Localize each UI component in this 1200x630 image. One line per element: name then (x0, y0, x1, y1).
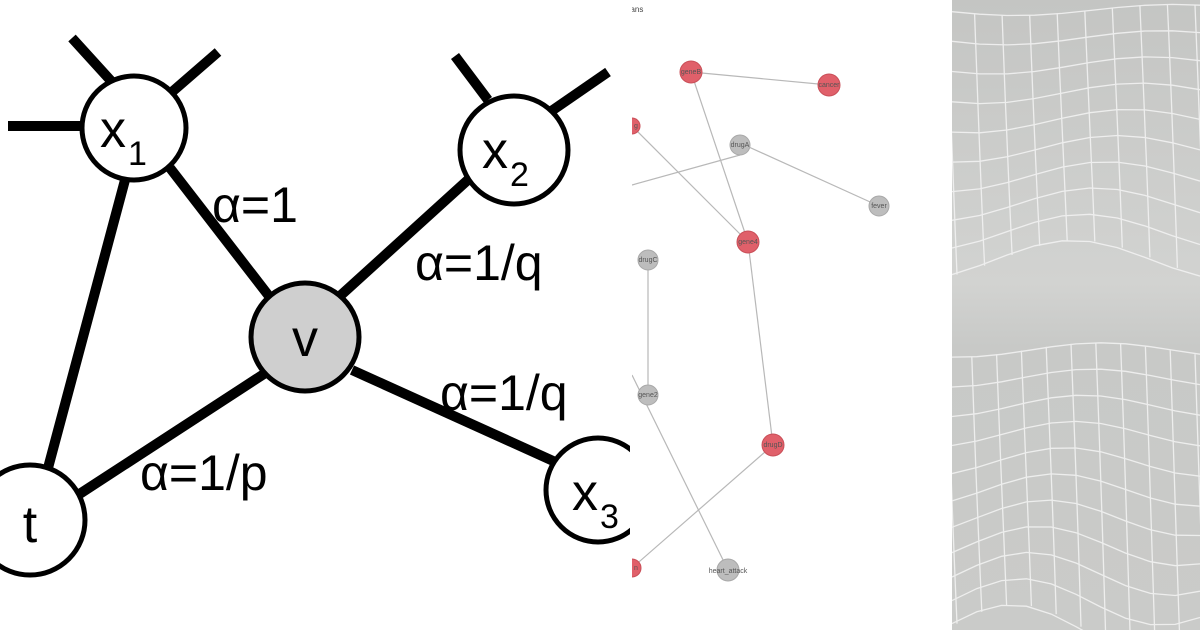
node-x3 (543, 435, 630, 545)
mesh-line (1001, 15, 1013, 256)
node-x1 (79, 73, 189, 183)
node-t (0, 462, 88, 578)
graph-edge (632, 154, 741, 186)
mesh-line (1139, 5, 1151, 258)
mesh-line (952, 420, 1200, 447)
graph-edge (690, 71, 830, 86)
graph-top-text: eans (632, 5, 643, 14)
edge-v-t (75, 365, 273, 500)
knowledge-graph-panel: eans geneB cancer drugA fever gene4 drug… (632, 0, 952, 630)
mesh-line (1095, 342, 1107, 630)
graph-node-partial-top-label: g (634, 123, 638, 130)
mesh-line (952, 447, 1200, 477)
mesh-line (1020, 350, 1033, 607)
graph-edge (739, 142, 880, 207)
graph-node-partial-bottom (632, 558, 642, 578)
mesh-line (995, 354, 1008, 606)
mesh-line (1169, 350, 1181, 630)
mesh-line (973, 14, 986, 266)
x2-stub-edge-top-left (451, 53, 492, 103)
mesh-line (952, 551, 1200, 597)
mesh-line (952, 82, 1200, 105)
mesh-line (952, 342, 1200, 358)
edge-v-x2 (336, 174, 474, 300)
edge-v-x1 (166, 164, 276, 304)
mesh-line (952, 604, 1084, 630)
graph-node-heart-attack-label: heart_attack (709, 568, 748, 575)
graph-node-drugD-label: drugD (763, 442, 782, 449)
mesh-line (952, 56, 1200, 75)
node-v-label: v (292, 310, 318, 368)
mesh-line (952, 30, 1200, 46)
graph-edge (690, 71, 749, 243)
graph-node-geneB-label: geneB (681, 69, 702, 76)
graph-edge (632, 125, 749, 243)
edge-x1-t (43, 178, 130, 470)
graph-node-gene2-label: gene2 (638, 392, 658, 399)
graph-node-cancer-label: cancer (818, 82, 840, 89)
mesh-line (952, 499, 1200, 537)
x1-stub-edge-top-left (68, 34, 116, 86)
graph-node-heart-attack (716, 558, 740, 582)
mesh-line (1045, 346, 1057, 615)
mesh-line (1194, 354, 1200, 526)
mesh-line (952, 213, 1200, 249)
mesh-line (1111, 7, 1123, 248)
graph-node-geneB (679, 60, 703, 84)
graph-node-drugA (729, 134, 751, 156)
graph-node-fever (868, 195, 890, 217)
node-x2-label: x2 (482, 122, 529, 194)
graph-node-gene4 (736, 230, 760, 254)
graph-node-gene2 (637, 384, 659, 406)
mesh-line (952, 240, 1200, 277)
graph-node-partial-top (632, 117, 641, 135)
graph-node-drugA-label: drugA (731, 142, 750, 149)
wireframe-mesh-image (952, 0, 1200, 630)
mesh-line (952, 3, 1200, 17)
mesh-line (1119, 343, 1131, 630)
graph-node-drugC-label: drugC (638, 257, 657, 264)
node-v (248, 280, 362, 394)
graph-edge (747, 241, 774, 446)
graph-edge (632, 374, 729, 571)
edge-v-x2-weight: α=1/q (415, 235, 543, 291)
mesh-line (952, 161, 1200, 193)
x1-stub-edge-top-right (161, 48, 222, 102)
mesh-line (1144, 346, 1156, 630)
mesh-line (1166, 4, 1179, 268)
edge-v-x1-weight: α=1 (212, 177, 298, 233)
node-t-label: t (23, 496, 38, 554)
mesh-line (1194, 5, 1200, 152)
mesh-line (952, 526, 1200, 567)
mesh-line (1084, 10, 1096, 242)
graph-node-drugD (761, 433, 785, 457)
x2-stub-edge-top-right (547, 67, 611, 117)
mesh-line (952, 187, 1200, 221)
mesh-line (971, 356, 983, 612)
mesh-line (952, 130, 958, 275)
node-x2 (457, 93, 571, 207)
graph-node-drugC (637, 249, 659, 271)
graph-edge (632, 444, 774, 569)
mesh-line (1029, 15, 1041, 246)
node-x3-label: x3 (572, 464, 619, 536)
node-x1-label: x1 (100, 101, 147, 173)
mesh-line (952, 394, 1200, 418)
edge-v-t-weight: α=1/p (140, 445, 268, 501)
mesh-line (952, 368, 1200, 388)
edge-v-x3 (349, 365, 565, 470)
graph-node-cancer (817, 73, 841, 97)
mesh-line (952, 483, 958, 624)
mesh-line (1070, 343, 1082, 627)
graph-node-fever-label: fever (871, 203, 887, 210)
random-walk-diagram: x1 x2 x3 v t α=1 α=1/q α=1/q α=1/p (0, 34, 630, 578)
graph-node-gene4-label: gene4 (738, 239, 758, 246)
mesh-line (952, 108, 1200, 134)
mesh-line (952, 578, 1200, 626)
mesh-line (1056, 13, 1068, 241)
graph-node-partial-bottom-label: n (634, 565, 638, 572)
edge-v-x3-weight: α=1/q (440, 365, 568, 421)
mesh-line (952, 134, 1200, 163)
